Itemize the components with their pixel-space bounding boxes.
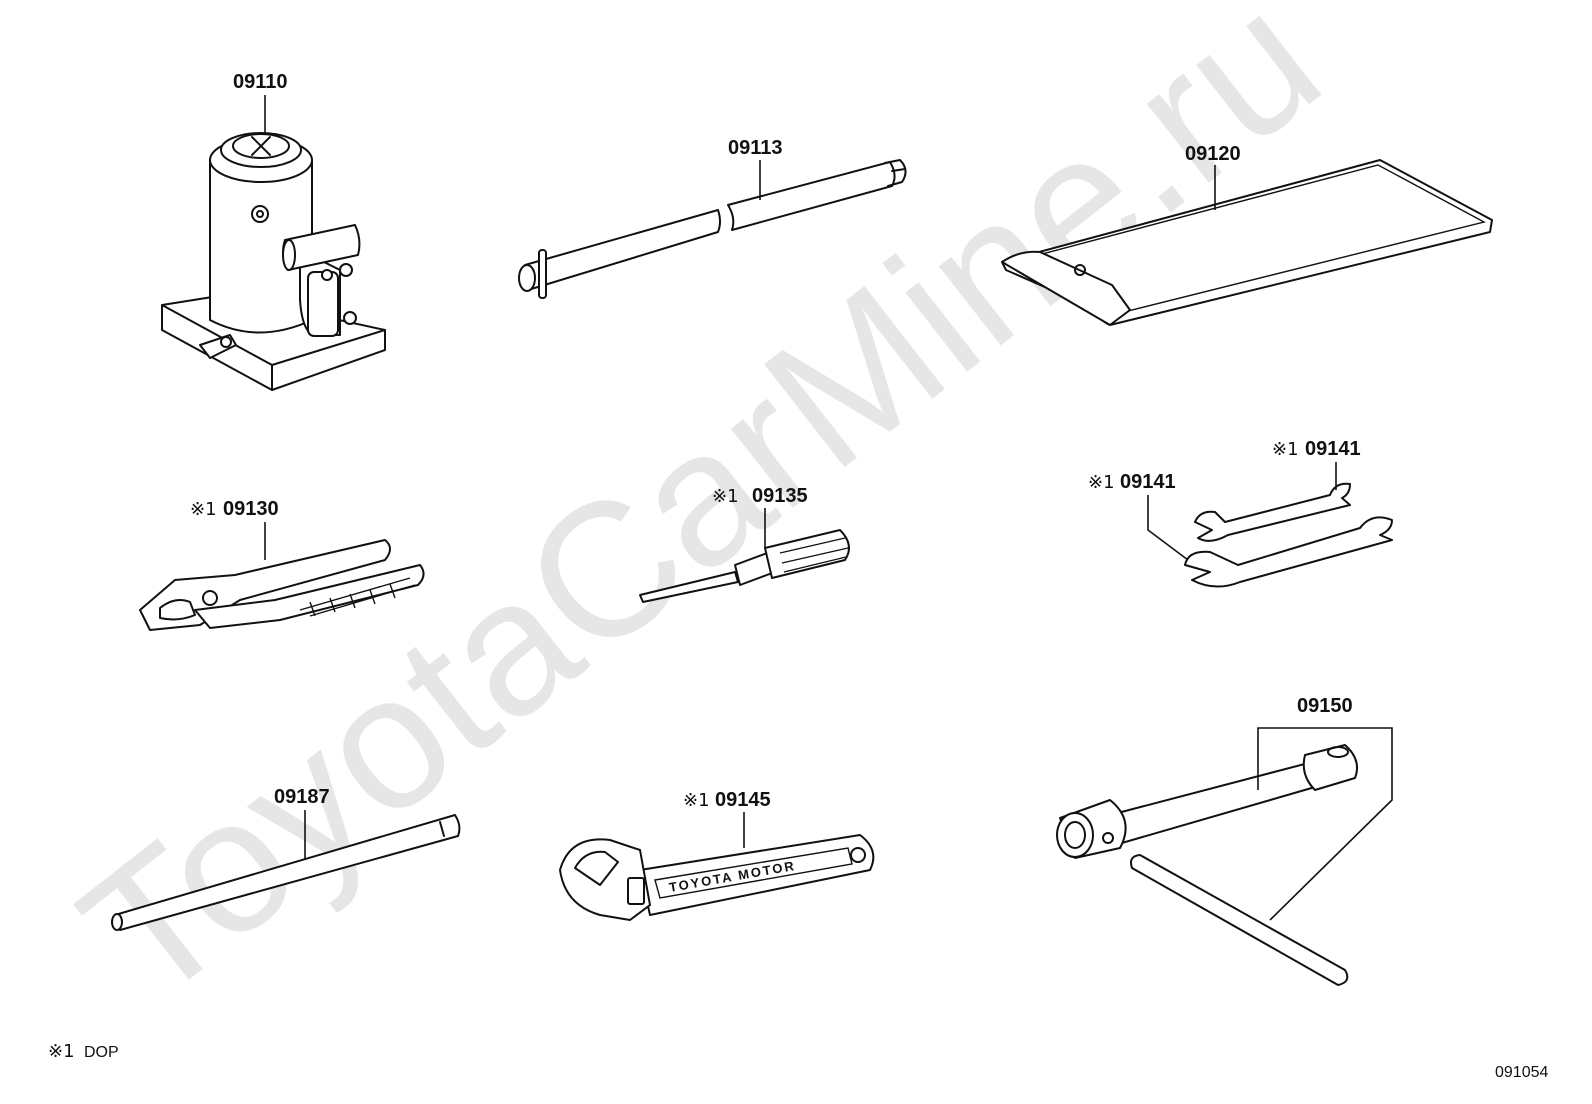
footnote: ※1 DOP bbox=[48, 1041, 119, 1062]
open-end-wrenches[interactable]: ※1 09141 ※1 09141 bbox=[1088, 438, 1393, 588]
part-code-09187: 09187 bbox=[274, 786, 330, 808]
part-code-09145: 09145 bbox=[715, 789, 771, 811]
part-code-09110: 09110 bbox=[233, 71, 288, 93]
part-code-09113: 09113 bbox=[728, 137, 783, 159]
jack-handle[interactable]: 09113 bbox=[518, 137, 907, 299]
dop-mark: ※1 bbox=[1272, 439, 1299, 460]
dop-mark: ※1 bbox=[712, 486, 739, 507]
adjustable-wrench[interactable]: TOYOTA MOTOR ※1 09145 bbox=[559, 789, 875, 921]
dop-mark: ※1 bbox=[683, 790, 710, 811]
part-code-09141-a: 09141 bbox=[1305, 438, 1361, 460]
bottle-jack[interactable]: 09110 bbox=[161, 71, 386, 391]
dop-mark: ※1 bbox=[1088, 472, 1115, 493]
tool-bag[interactable]: 09120 bbox=[1001, 143, 1493, 326]
extension-bar[interactable]: 09187 bbox=[111, 786, 461, 931]
part-code-09135: 09135 bbox=[752, 485, 808, 507]
part-code-09141-b: 09141 bbox=[1120, 471, 1176, 493]
screwdriver[interactable]: ※1 09135 bbox=[639, 485, 850, 603]
part-code-09120: 09120 bbox=[1185, 143, 1241, 165]
part-code-09150: 09150 bbox=[1297, 695, 1353, 717]
footnote-text: DOP bbox=[84, 1044, 119, 1061]
footnote-mark: ※1 bbox=[48, 1041, 75, 1062]
hub-nut-wrench[interactable]: 09150 bbox=[1056, 695, 1393, 986]
part-code-09130: 09130 bbox=[223, 498, 279, 520]
dop-mark: ※1 bbox=[190, 499, 217, 520]
pliers[interactable]: ※1 09130 bbox=[139, 498, 425, 631]
diagram-code: 091054 bbox=[1495, 1064, 1548, 1081]
